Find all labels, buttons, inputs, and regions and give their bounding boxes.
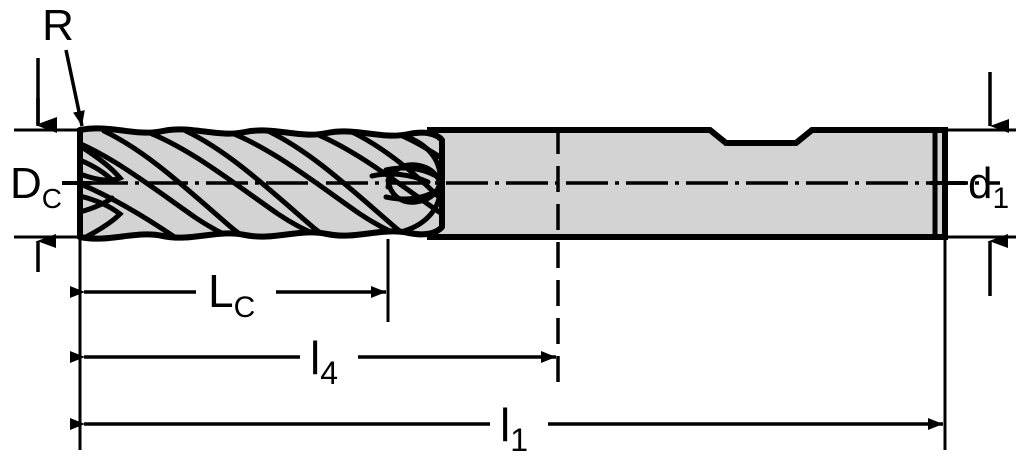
label-l4: l4 xyxy=(310,332,338,391)
label-cutting-length: LC xyxy=(208,265,255,324)
dimension-shank-diameter xyxy=(930,72,1009,296)
dimension-cutting-diameter xyxy=(36,98,92,272)
helical-flutes xyxy=(80,128,440,239)
tool-body xyxy=(77,125,948,242)
label-shank-diameter: d1 xyxy=(968,159,1009,215)
label-cutting-diameter: DC xyxy=(10,159,62,214)
label-corner-radius: R xyxy=(42,1,74,50)
label-overall-length: l1 xyxy=(500,399,528,458)
radius-diagonal-arrow xyxy=(64,49,85,127)
corner-radius-leader xyxy=(36,49,85,131)
